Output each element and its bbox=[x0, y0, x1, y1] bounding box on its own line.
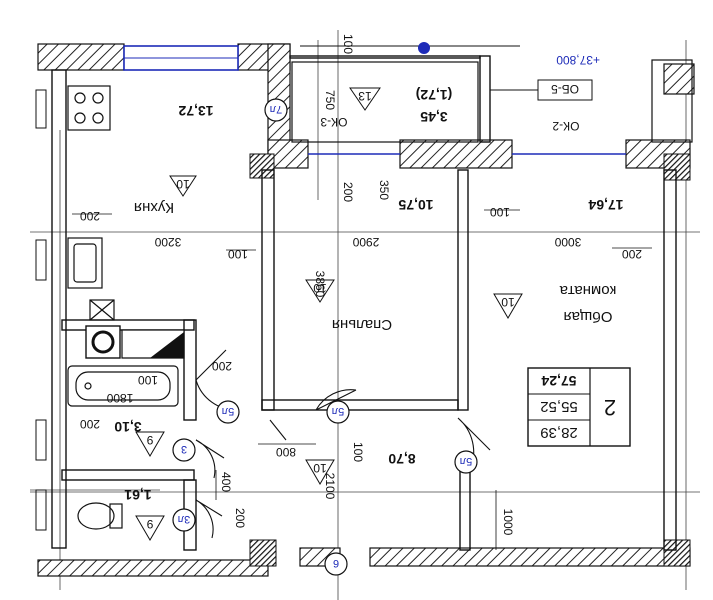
living-tag: 10 bbox=[501, 295, 515, 309]
svg-text:5л: 5л bbox=[222, 405, 235, 417]
door-tag-6: 6 bbox=[324, 552, 348, 576]
apartment-living-area: 55,52 bbox=[540, 398, 578, 415]
kitchen-sink-icon bbox=[67, 237, 103, 289]
svg-text:350: 350 bbox=[377, 180, 391, 200]
interior-walls bbox=[51, 55, 677, 551]
dimension-labels: 3200 2900 3000 3860 200 200 200 200 200 … bbox=[80, 34, 642, 536]
hall-tag-icon: 10 bbox=[305, 459, 335, 485]
door-tag-3l: 3л bbox=[172, 508, 196, 532]
hall-area: 8,70 bbox=[388, 451, 415, 467]
living-area: 17,64 bbox=[588, 197, 623, 213]
apartment-area-3: 28,39 bbox=[540, 424, 578, 441]
svg-text:750: 750 bbox=[323, 90, 337, 110]
svg-text:3200: 3200 bbox=[154, 235, 181, 249]
svg-text:200: 200 bbox=[622, 247, 642, 261]
svg-text:5л: 5л bbox=[460, 455, 473, 467]
bedroom-area: 10,75 bbox=[398, 197, 433, 213]
svg-text:1000: 1000 bbox=[501, 509, 515, 536]
kitchen-stove-icon bbox=[67, 85, 111, 131]
hall-tag: 10 bbox=[313, 461, 327, 475]
balcony-frame bbox=[291, 59, 693, 143]
door-tag-5l-c: 5л bbox=[454, 450, 478, 474]
door-tag-7l: 7л bbox=[264, 98, 288, 122]
bedroom-tag-icon: 10 bbox=[305, 279, 335, 303]
columns bbox=[249, 153, 691, 567]
svg-text:100: 100 bbox=[228, 247, 248, 261]
bedroom-tag: 10 bbox=[313, 281, 327, 295]
fixtures-left-edge bbox=[35, 89, 47, 531]
kitchen-area: 13,72 bbox=[178, 103, 213, 119]
counter-icon bbox=[121, 329, 185, 359]
wc-tag: 9 bbox=[146, 517, 153, 531]
living-name-line1: Общая bbox=[563, 308, 612, 325]
apartment-number: 2 bbox=[604, 395, 616, 420]
svg-text:1800: 1800 bbox=[106, 391, 133, 405]
washing-machine-icon bbox=[85, 325, 121, 359]
svg-text:5л: 5л bbox=[332, 405, 345, 417]
kitchen-tag: 10 bbox=[176, 177, 190, 191]
svg-text:2900: 2900 bbox=[352, 235, 379, 249]
window-top bbox=[123, 45, 239, 71]
bath-area: 3,10 bbox=[114, 419, 141, 435]
bath-tag: 9 bbox=[146, 433, 153, 447]
balcony-tag-icon: 13 bbox=[349, 87, 381, 111]
svg-text:100: 100 bbox=[490, 205, 510, 219]
svg-text:3860: 3860 bbox=[313, 271, 327, 298]
svg-text:7л: 7л bbox=[270, 103, 283, 115]
elevation-marker: +37,800 bbox=[300, 42, 600, 67]
svg-text:100: 100 bbox=[341, 34, 355, 54]
svg-text:800: 800 bbox=[276, 445, 296, 459]
ob5-label: ОБ-5 bbox=[551, 82, 579, 96]
balcony-area: 3,45 bbox=[420, 109, 447, 125]
svg-text:200: 200 bbox=[341, 182, 355, 202]
svg-text:200: 200 bbox=[80, 417, 100, 431]
balcony-tag: 13 bbox=[358, 89, 372, 103]
wc-tag-icon: 9 bbox=[135, 515, 165, 541]
svg-text:100: 100 bbox=[138, 373, 158, 387]
door-tag-3: 3 bbox=[172, 438, 196, 462]
ok2-label: ОК-2 bbox=[552, 119, 579, 133]
ventilation-icon bbox=[89, 299, 115, 321]
apartment-total-area: 57,24 bbox=[541, 373, 576, 389]
window-code-ob5: ОБ-5 bbox=[490, 79, 593, 101]
svg-text:200: 200 bbox=[212, 359, 232, 373]
svg-text:3000: 3000 bbox=[554, 235, 581, 249]
door-tag-5l-b: 5л bbox=[326, 400, 350, 424]
living-name-line2: комната bbox=[559, 282, 616, 299]
svg-text:6: 6 bbox=[333, 557, 339, 569]
exterior-walls bbox=[37, 43, 695, 577]
svg-text:400: 400 bbox=[219, 472, 233, 492]
bedroom-name: Спальня bbox=[332, 316, 392, 333]
apartment-summary: 2 57,24 55,52 28,39 bbox=[527, 367, 631, 447]
ok3-label: ОК-3 bbox=[320, 115, 347, 129]
balcony-area-reduced: (1,72) bbox=[416, 87, 453, 103]
living-tag-icon: 10 bbox=[493, 293, 523, 319]
toilet-icon bbox=[77, 502, 123, 530]
wc-area: 1,61 bbox=[124, 487, 151, 503]
dimension-lines bbox=[72, 209, 652, 550]
svg-text:2100: 2100 bbox=[323, 473, 337, 500]
svg-text:200: 200 bbox=[233, 508, 247, 528]
svg-text:3: 3 bbox=[181, 443, 187, 455]
door-tag-5l-a: 5л bbox=[216, 400, 240, 424]
bathtub-icon bbox=[67, 365, 179, 407]
kitchen-tag-icon: 10 bbox=[169, 175, 197, 197]
elevation-text: +37,800 bbox=[556, 53, 600, 67]
kitchen-name: Кухня bbox=[134, 199, 174, 216]
svg-text:3л: 3л bbox=[178, 513, 191, 525]
svg-text:100: 100 bbox=[351, 442, 365, 462]
axis-lines bbox=[30, 30, 700, 600]
svg-text:200: 200 bbox=[80, 209, 100, 223]
bath-tag-icon: 9 bbox=[135, 431, 165, 457]
